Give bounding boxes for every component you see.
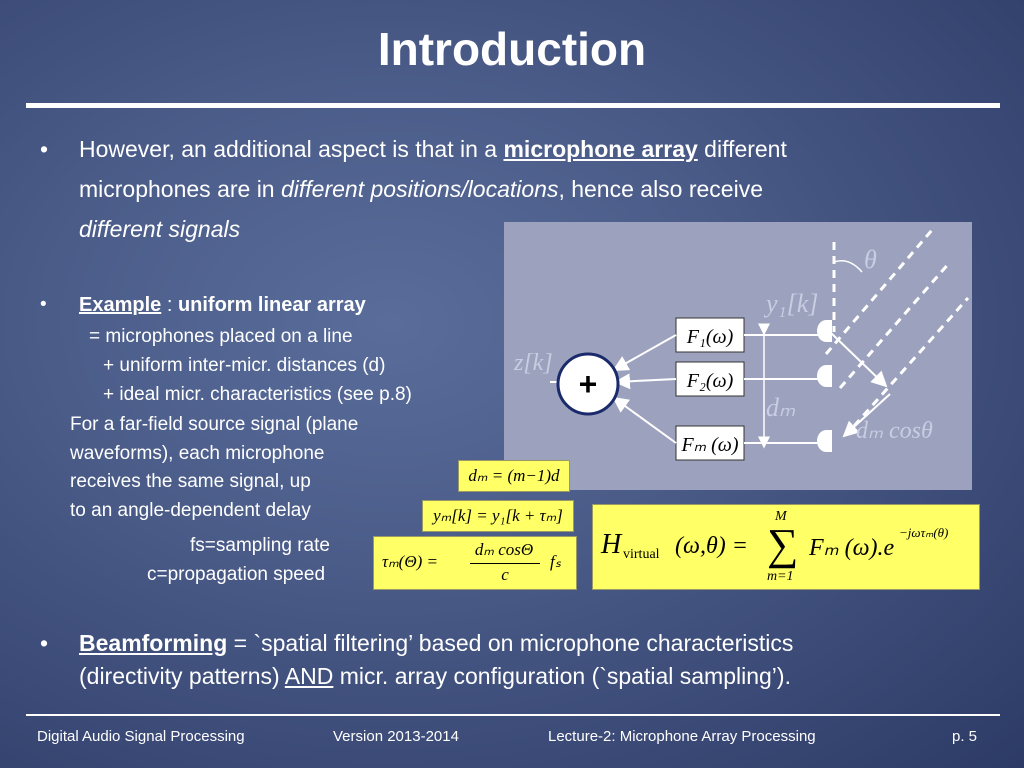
h-args: (ω,θ) = bbox=[675, 533, 748, 559]
microphone-icon bbox=[817, 365, 832, 387]
footer-rule bbox=[26, 714, 1000, 716]
text: However, an additional aspect is that in… bbox=[79, 136, 504, 162]
wavefront-line bbox=[838, 261, 952, 389]
emphasis-positions: different positions/locations bbox=[281, 176, 559, 202]
y1-label: y₁[k] bbox=[763, 289, 818, 318]
bullet2-para1: For a far-field source signal (plane bbox=[70, 414, 359, 435]
bullet2-para4: to an angle-dependent delay bbox=[70, 500, 311, 521]
bullet3-line1: Beamforming = `spatial filtering’ based … bbox=[79, 630, 793, 657]
formula-h-virtual: H virtual (ω,θ) = M ∑ m=1 Fₘ (ω).e −jωτₘ… bbox=[592, 504, 980, 590]
text: micr. array configuration (`spatial samp… bbox=[333, 663, 791, 689]
bullet1-line2: microphones are in different positions/l… bbox=[79, 176, 763, 203]
microphone-icon bbox=[817, 430, 832, 452]
text: different bbox=[697, 136, 787, 162]
diagram-svg: θ y₁[k] z[k] dₘ dₘ cosθ F₁(ω) F₂(ω) Fₘ (… bbox=[513, 229, 970, 461]
text: = `spatial filtering’ based on microphon… bbox=[227, 630, 794, 656]
summation-node bbox=[556, 352, 620, 416]
and-emphasis: AND bbox=[284, 663, 334, 689]
plus-sign: + bbox=[579, 366, 598, 402]
h-symbol: H bbox=[601, 529, 622, 560]
tau-fs: fₛ bbox=[550, 552, 562, 571]
bullet2-para2: waveforms), each microphone bbox=[70, 443, 325, 464]
beamforming-label: Beamforming bbox=[79, 630, 228, 656]
footer-version: Version 2013-2014 bbox=[333, 728, 459, 745]
fraction-bar bbox=[470, 563, 540, 564]
bullet2-heading: Example : uniform linear array bbox=[79, 294, 366, 317]
filter-label-fm: Fₘ (ω) bbox=[680, 434, 738, 456]
theta-label: θ bbox=[864, 245, 877, 274]
filter-label-f2: F₂(ω) bbox=[686, 370, 734, 392]
bullet2-para3: receives the same signal, up bbox=[70, 471, 311, 492]
footer-course: Digital Audio Signal Processing bbox=[37, 728, 245, 745]
signal-arrow bbox=[614, 373, 677, 390]
delay-arrow bbox=[842, 393, 891, 438]
signal-arrow bbox=[612, 334, 677, 371]
example-label: Example bbox=[79, 294, 162, 316]
delay-arrow bbox=[829, 331, 888, 388]
title-rule bbox=[26, 103, 1000, 108]
bullet2-sub3: + ideal micr. characteristics (see p.8) bbox=[103, 384, 412, 405]
microphone-array-diagram: θ y₁[k] z[k] dₘ dₘ cosθ F₁(ω) F₂(ω) Fₘ (… bbox=[504, 222, 972, 490]
slide-title: Introduction bbox=[377, 23, 647, 75]
bullet2-sub2: + uniform inter-micr. distances (d) bbox=[103, 355, 386, 376]
uniform-linear-array-label: uniform linear array bbox=[177, 294, 366, 316]
signal-arrow bbox=[612, 396, 677, 444]
filter-label-f1: F₁(ω) bbox=[686, 326, 734, 348]
bullet2-sub1: = microphones placed on a line bbox=[89, 326, 353, 347]
sum-upper: M bbox=[775, 509, 787, 524]
bullet3-line2: (directivity patterns) AND micr. array c… bbox=[79, 663, 791, 690]
theta-arc bbox=[833, 260, 863, 273]
tau-lhs: τₘ(Θ) = bbox=[382, 552, 438, 571]
bullet-dot: • bbox=[40, 294, 47, 315]
sampling-rate-note: fs=sampling rate bbox=[190, 535, 330, 556]
text: microphones are in bbox=[79, 176, 281, 202]
bullet-dot: • bbox=[40, 630, 49, 656]
tau-denominator: c bbox=[501, 565, 509, 584]
formula-ym: yₘ[k] = y₁[k + τₘ] bbox=[422, 500, 574, 532]
sum-symbol: ∑ bbox=[767, 520, 799, 569]
dm-cos-label: dₘ cosθ bbox=[856, 418, 933, 444]
filter-box-fm bbox=[675, 425, 745, 461]
z-label: z[k] bbox=[513, 350, 553, 376]
dm-label: dₘ bbox=[766, 393, 796, 422]
text: , hence also receive bbox=[558, 176, 764, 202]
wavefront-line bbox=[852, 297, 970, 427]
filter-box-f1 bbox=[675, 317, 745, 353]
wavefront-line bbox=[824, 229, 934, 355]
propagation-speed-note: c=propagation speed bbox=[147, 564, 326, 585]
formula-tau: τₘ(Θ) = dₘ cosΘ c fₛ bbox=[373, 536, 577, 590]
h-exponent: −jωτₘ(θ) bbox=[899, 525, 949, 540]
bullet1-line1: However, an additional aspect is that in… bbox=[79, 136, 787, 163]
text: (directivity patterns) bbox=[79, 663, 285, 689]
bullet1-line3: different signals bbox=[79, 216, 241, 242]
footer-page-number: p. 5 bbox=[952, 728, 978, 745]
tau-numerator: dₘ cosΘ bbox=[474, 540, 534, 559]
bullet-dot: • bbox=[40, 136, 49, 162]
formula-dm: dₘ = (m−1)d bbox=[458, 460, 570, 492]
footer-lecture: Lecture-2: Microphone Array Processing bbox=[548, 728, 816, 745]
filter-box-f2 bbox=[675, 361, 745, 397]
emphasis-microphone-array: microphone array bbox=[503, 136, 698, 162]
h-subscript: virtual bbox=[623, 547, 660, 562]
sum-lower: m=1 bbox=[767, 569, 794, 584]
text: : bbox=[161, 294, 178, 316]
microphone-icon bbox=[817, 320, 832, 342]
h-term: Fₘ (ω).e bbox=[809, 535, 895, 561]
